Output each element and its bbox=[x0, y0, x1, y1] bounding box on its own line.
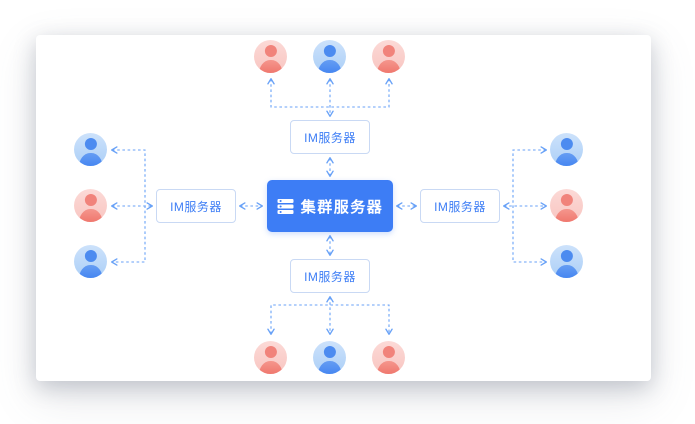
avatar-head-icon bbox=[264, 345, 277, 358]
user-avatar-blue bbox=[313, 341, 346, 374]
avatar-body-icon bbox=[258, 59, 283, 73]
avatar-head-icon bbox=[84, 137, 97, 150]
user-avatar-red bbox=[550, 189, 583, 222]
cluster-server-node: 集群服务器 bbox=[267, 180, 393, 232]
im-server-label: IM服务器 bbox=[170, 199, 222, 214]
avatar-body-icon bbox=[78, 264, 103, 278]
user-avatar-red bbox=[372, 341, 405, 374]
user-group-right bbox=[550, 133, 583, 278]
user-avatar-red bbox=[254, 40, 287, 73]
user-avatar-red bbox=[372, 40, 405, 73]
im-server-node-left: IM服务器 bbox=[156, 189, 236, 223]
avatar-head-icon bbox=[382, 345, 395, 358]
im-server-label: IM服务器 bbox=[434, 199, 486, 214]
user-avatar-blue bbox=[550, 245, 583, 278]
avatar-body-icon bbox=[258, 360, 283, 374]
avatar-body-icon bbox=[554, 264, 579, 278]
avatar-head-icon bbox=[84, 249, 97, 262]
avatar-body-icon bbox=[376, 360, 401, 374]
avatar-head-icon bbox=[560, 249, 573, 262]
user-avatar-red bbox=[254, 341, 287, 374]
avatar-head-icon bbox=[323, 44, 336, 57]
avatar-body-icon bbox=[376, 59, 401, 73]
user-group-left bbox=[74, 133, 107, 278]
im-server-label: IM服务器 bbox=[304, 130, 356, 145]
im-server-node-right: IM服务器 bbox=[420, 189, 500, 223]
avatar-head-icon bbox=[323, 345, 336, 358]
avatar-body-icon bbox=[317, 59, 342, 73]
avatar-head-icon bbox=[84, 193, 97, 206]
im-server-node-bottom: IM服务器 bbox=[290, 259, 370, 293]
user-avatar-red bbox=[74, 189, 107, 222]
user-avatar-blue bbox=[313, 40, 346, 73]
im-server-node-top: IM服务器 bbox=[290, 120, 370, 154]
cluster-server-label: 集群服务器 bbox=[300, 198, 384, 216]
user-avatar-blue bbox=[74, 133, 107, 166]
avatar-head-icon bbox=[560, 193, 573, 206]
avatar-body-icon bbox=[78, 208, 103, 222]
user-group-top bbox=[254, 40, 405, 73]
im-server-label: IM服务器 bbox=[304, 269, 356, 284]
user-avatar-blue bbox=[74, 245, 107, 278]
avatar-head-icon bbox=[560, 137, 573, 150]
user-avatar-blue bbox=[550, 133, 583, 166]
user-group-bottom bbox=[254, 341, 405, 374]
avatar-body-icon bbox=[317, 360, 342, 374]
avatar-head-icon bbox=[264, 44, 277, 57]
avatar-head-icon bbox=[382, 44, 395, 57]
avatar-body-icon bbox=[554, 208, 579, 222]
avatar-body-icon bbox=[554, 152, 579, 166]
avatar-body-icon bbox=[78, 152, 103, 166]
server-stack-icon bbox=[277, 198, 294, 215]
